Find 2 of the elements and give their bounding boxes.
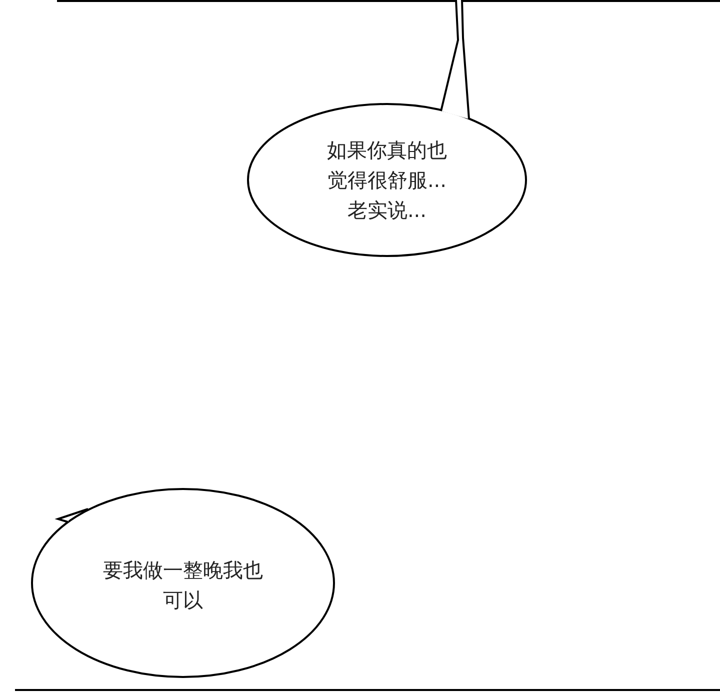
speech-text: 如果你真的也觉得很舒服...老实说...	[326, 137, 448, 224]
speech-text: 要我做一整晚我也可以	[103, 557, 263, 614]
